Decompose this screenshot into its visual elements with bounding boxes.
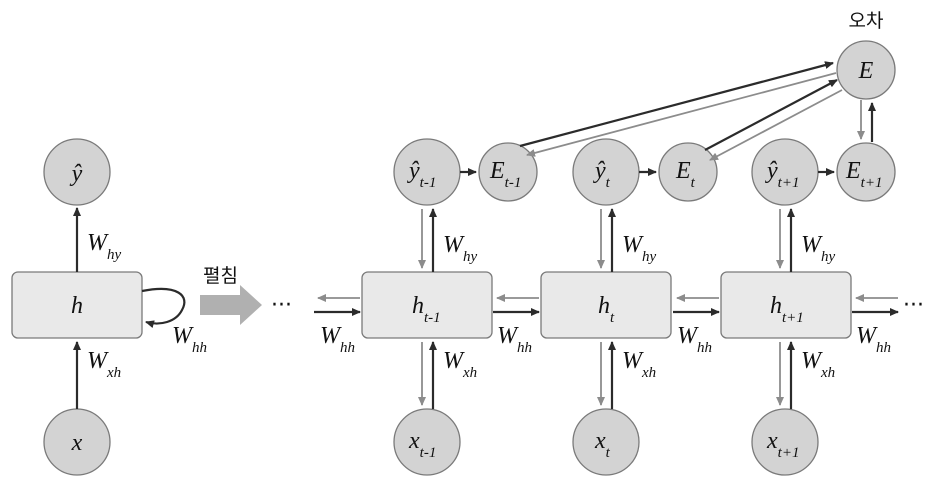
total-error: 오차 E: [519, 10, 896, 161]
output-node-t-minus-1: [393, 138, 461, 206]
timestep-t: ht xt ŷt Et Why Wxh: [540, 138, 718, 476]
folded-rnn: ŷ h x Why Whh Wxh: [11, 138, 207, 476]
w-hh-label-3: Whh: [856, 323, 891, 356]
input-label-t-minus-1: xt-1: [408, 428, 436, 461]
hidden-box-t-plus-1: [720, 271, 852, 339]
error-label-t-minus-1: Et-1: [489, 158, 521, 191]
folded-w-xh-label: Wxh: [87, 348, 121, 381]
hidden-label-t-plus-1: ht+1: [770, 293, 804, 326]
w-xh-label-t-plus-1: Wxh: [801, 348, 835, 381]
unfold-arrow-icon: [200, 285, 262, 325]
w-hh-label-left: Whh: [320, 323, 355, 356]
hidden-box-t: [540, 271, 672, 339]
hidden-label-t: ht: [598, 293, 615, 326]
w-hy-label-t-minus-1: Why: [443, 232, 478, 265]
error-node-t: [658, 142, 718, 202]
folded-output-node: [43, 138, 111, 206]
error-node-t-minus-1: [478, 142, 538, 202]
w-hy-label-t-plus-1: Why: [801, 232, 836, 265]
total-error-label: E: [858, 58, 874, 84]
error-label-t-plus-1: Et+1: [845, 158, 882, 191]
input-node-t-minus-1: [393, 408, 461, 476]
output-label-t-plus-1: ŷt+1: [765, 158, 799, 191]
hidden-box-t-minus-1: [361, 271, 493, 339]
ellipsis-right: ···: [903, 293, 924, 318]
output-node-t: [572, 138, 640, 206]
w-hy-label-t: Why: [622, 232, 657, 265]
input-label-t-plus-1: xt+1: [766, 428, 799, 461]
folded-w-hh-label: Whh: [172, 323, 207, 356]
error-node-t-plus-1: [836, 142, 896, 202]
err-bwd-t-minus-1: [526, 72, 837, 157]
w-xh-label-t-minus-1: Wxh: [443, 348, 477, 381]
error-label-t: Et: [675, 158, 696, 191]
unfold-indicator: 펼침: [200, 265, 262, 325]
unfold-label: 펼침: [203, 265, 238, 287]
error-title: 오차: [849, 10, 884, 32]
input-label-t: xt: [594, 428, 611, 461]
recurrent-arrows: Whh Whh Whh Whh: [314, 294, 899, 356]
folded-recurrent-arrow: [141, 287, 186, 329]
input-node-t-plus-1: [751, 408, 819, 476]
input-node-t: [572, 408, 640, 476]
output-label-t: ŷt: [593, 158, 611, 191]
timestep-t-plus-1: ht+1 xt+1 ŷt+1 Et+1 Why Wxh: [720, 138, 896, 476]
hidden-label-t-minus-1: ht-1: [412, 293, 441, 326]
output-label-t-minus-1: ŷt-1: [407, 158, 436, 191]
output-node-t-plus-1: [751, 138, 819, 206]
err-bwd-t: [709, 89, 843, 161]
folded-output-label: ŷ: [70, 161, 83, 187]
w-hh-label-2: Whh: [677, 323, 712, 356]
total-error-node: [836, 40, 896, 100]
err-fwd-t: [704, 79, 838, 151]
folded-w-hy-label: Why: [87, 230, 122, 263]
timestep-t-minus-1: ht-1 xt-1 ŷt-1 Et-1 Why Wxh: [361, 138, 538, 476]
folded-hidden-label: h: [71, 293, 83, 319]
folded-input-label: x: [71, 430, 83, 456]
w-hh-label-1: Whh: [497, 323, 532, 356]
err-fwd-t-minus-1: [519, 61, 834, 148]
w-xh-label-t: Wxh: [622, 348, 656, 381]
ellipsis-left: ···: [271, 293, 292, 318]
